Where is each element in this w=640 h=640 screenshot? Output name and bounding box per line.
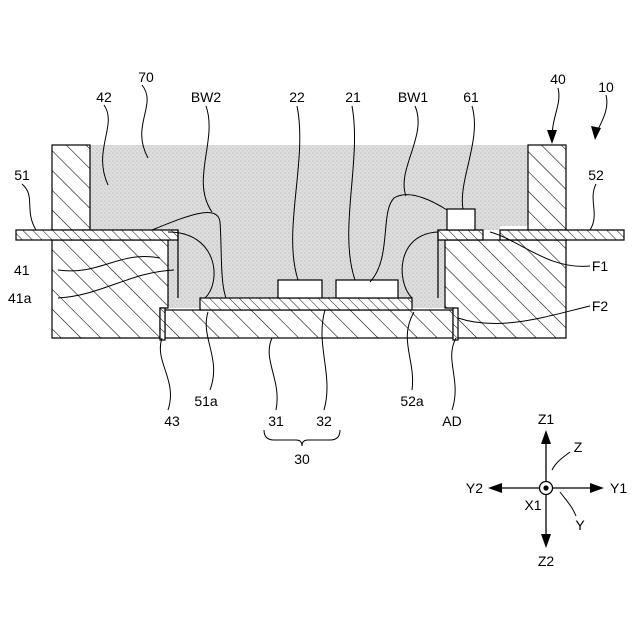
axis-label-y2: Y2 (466, 480, 483, 496)
case-upper-left-wall (52, 145, 90, 230)
label-52: 52 (588, 167, 604, 183)
case-upper-right-wall (528, 145, 566, 230)
axis-label-x1: X1 (524, 497, 541, 513)
adhesive-right (453, 308, 458, 340)
label-40: 40 (550, 71, 566, 87)
axis-label-y1: Y1 (610, 480, 627, 496)
label-41a: 41a (8, 290, 32, 306)
label-f2: F2 (592, 298, 609, 314)
axis-label-z: Z (574, 439, 583, 455)
label-52a: 52a (400, 393, 424, 409)
arrow-head-10 (591, 126, 601, 140)
label-43: 43 (164, 413, 180, 429)
axis-label-z2: Z2 (538, 553, 555, 569)
base-layer-32 (200, 298, 412, 310)
label-bw1: BW1 (398, 89, 429, 105)
label-21: 21 (345, 89, 361, 105)
label-30: 30 (294, 451, 310, 467)
label-51: 51 (14, 167, 30, 183)
leader-43 (160, 338, 170, 410)
label-51a: 51a (194, 393, 218, 409)
lead-frame-right (438, 230, 624, 240)
leader-51 (22, 184, 36, 230)
label-10: 10 (598, 79, 614, 95)
leader-ad (452, 338, 456, 410)
label-f1: F1 (592, 258, 609, 274)
label-61: 61 (463, 89, 479, 105)
label-ad: AD (442, 413, 461, 429)
label-41: 41 (14, 262, 30, 278)
base-layer-31 (165, 310, 453, 338)
brace-30 (264, 430, 340, 446)
chip-21 (336, 280, 398, 298)
leader-31 (269, 338, 277, 410)
label-22: 22 (289, 89, 305, 105)
case-lower-left-block (52, 240, 168, 338)
lead-frame-left (16, 230, 178, 240)
label-bw2: BW2 (191, 89, 222, 105)
component-61 (447, 209, 475, 230)
axis-label-y: Y (575, 517, 585, 533)
label-70: 70 (138, 69, 154, 85)
axis-label-z1: Z1 (538, 411, 555, 427)
chip-22 (278, 280, 322, 298)
coordinate-axes (488, 430, 604, 548)
arrow-head-40 (547, 130, 557, 144)
adhesive-left (160, 308, 165, 340)
leader-52 (590, 184, 596, 230)
label-42: 42 (96, 89, 112, 105)
label-32: 32 (316, 413, 332, 429)
label-31: 31 (268, 413, 284, 429)
